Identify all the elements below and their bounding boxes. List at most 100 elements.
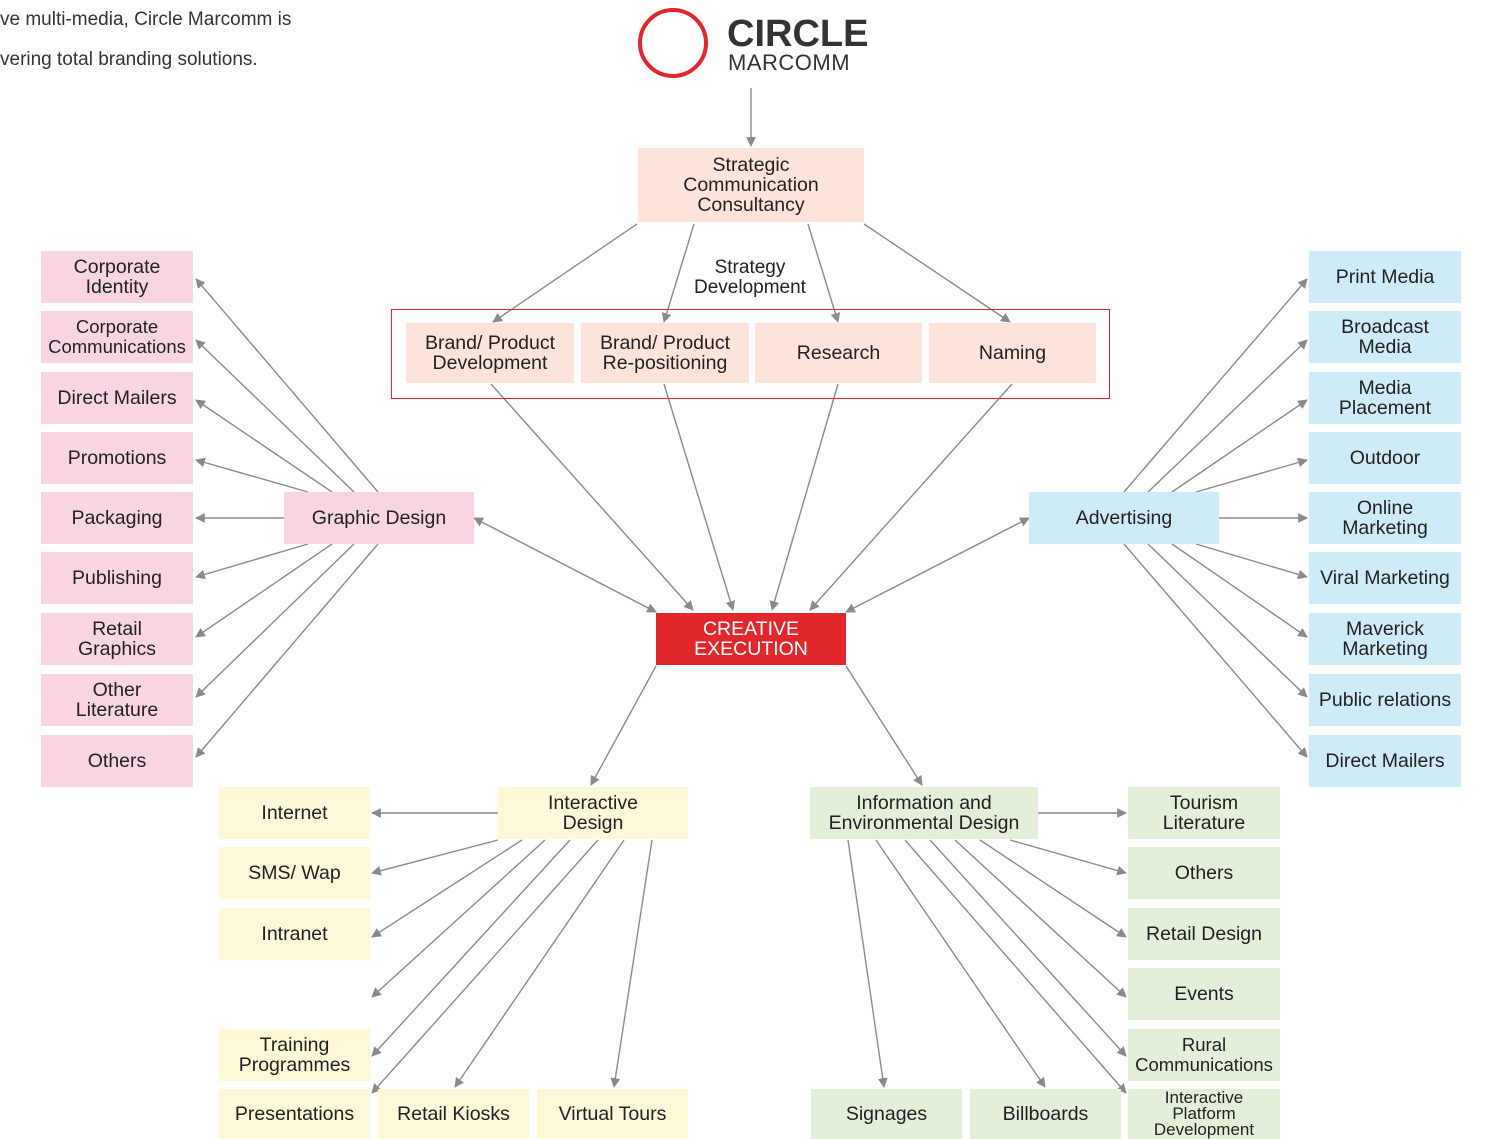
strategy-item-research: Research — [755, 323, 922, 383]
connector-arrow — [371, 839, 546, 998]
environmental-item-label: Rural Communications — [1135, 1034, 1273, 1075]
creative-execution-label: CREATIVE EXECUTION — [694, 618, 808, 660]
connector-arrow — [807, 223, 841, 323]
interactive-item-label: Virtual Tours — [558, 1103, 667, 1125]
graphic-item-promotions: Promotions — [41, 432, 193, 484]
advertising-item-label: Print Media — [1335, 266, 1435, 288]
interactive-item-virtual-tours: Virtual Tours — [537, 1089, 688, 1139]
graphic-item-others: Others — [41, 735, 193, 787]
graphic-item-label: Corporate Identity — [73, 256, 161, 298]
graphic-item-label: Corporate Communications — [48, 316, 186, 357]
connector-arrow — [1171, 543, 1308, 638]
interactive-item-label: Internet — [261, 802, 328, 824]
advertising-item-media-placement: Media Placement — [1309, 372, 1461, 424]
advertising-item-print-media: Print Media — [1309, 251, 1461, 303]
strategy-item-label: Brand/ Product Re-positioning — [599, 332, 731, 374]
graphic-item-label: Retail Graphics — [77, 618, 157, 660]
connector-arrow — [1009, 839, 1127, 876]
connector-arrow — [454, 839, 625, 1088]
connector-arrow — [845, 517, 1030, 613]
connector-arrow — [1147, 543, 1308, 698]
interactive-item-sms-wap: SMS/ Wap — [219, 847, 370, 899]
environmental-item-label: Interactive Platform Development — [1153, 1088, 1255, 1139]
advertising-item-outdoor: Outdoor — [1309, 432, 1461, 484]
environmental-item-others: Others — [1128, 847, 1280, 899]
advertising-item-label: Outdoor — [1349, 447, 1421, 469]
connector-arrow — [195, 543, 309, 580]
strategy-item-label: Naming — [978, 342, 1047, 364]
graphic-item-label: Others — [87, 750, 147, 772]
interactive-design-hub: Interactive Design — [498, 787, 688, 839]
interactive-item-label: Presentations — [234, 1103, 355, 1125]
graphic-item-packaging: Packaging — [41, 492, 193, 544]
strategy-item-naming: Naming — [929, 323, 1096, 383]
connector-arrow — [610, 839, 653, 1088]
connector-arrow — [195, 399, 333, 493]
connector-arrow — [195, 543, 333, 638]
environmental-design-hub: Information and Environmental Design — [810, 787, 1038, 839]
environmental-item-label: Tourism Literature — [1162, 792, 1246, 834]
connector-arrow — [371, 839, 499, 876]
strategy-item-brand-repositioning: Brand/ Product Re-positioning — [581, 323, 749, 383]
environmental-item-label: Billboards — [1002, 1103, 1089, 1125]
connector-arrow — [1147, 339, 1308, 493]
advertising-item-label: Direct Mailers — [1325, 750, 1445, 772]
environmental-item-label: Retail Design — [1146, 923, 1262, 945]
strategy-item-brand-development: Brand/ Product Development — [406, 323, 574, 383]
logo-subtitle: MARCOMM — [728, 50, 851, 75]
graphic-item-label: Other Literature — [75, 679, 159, 721]
intro-line-2: vering total branding solutions. — [0, 49, 258, 70]
connector-arrow — [371, 839, 599, 1094]
hub-label: Advertising — [1075, 507, 1173, 529]
advertising-item-public-relations: Public relations — [1309, 674, 1461, 726]
connector-arrow — [371, 839, 523, 938]
advertising-item-broadcast-media: Broadcast Media — [1309, 311, 1461, 363]
strategy-development-label: Strategy Development — [694, 257, 806, 298]
connector-arrow — [809, 383, 1013, 611]
interactive-item-retail-kiosks: Retail Kiosks — [378, 1089, 529, 1139]
interactive-item-label: Training Programmes — [238, 1034, 351, 1076]
advertising-item-viral-marketing: Viral Marketing — [1309, 552, 1461, 604]
advertising-item-label: Viral Marketing — [1320, 567, 1450, 589]
connector-arrow — [473, 517, 657, 613]
creative-execution-box: CREATIVE EXECUTION — [656, 613, 846, 665]
hub-label: Graphic Design — [311, 507, 447, 529]
interactive-item-label: Retail Kiosks — [397, 1103, 510, 1125]
graphic-item-publishing: Publishing — [41, 552, 193, 604]
advertising-hub: Advertising — [1029, 492, 1219, 544]
environmental-item-signages: Signages — [811, 1089, 962, 1139]
environmental-item-interactive-platform: Interactive Platform Development — [1128, 1089, 1280, 1139]
connector-arrow — [492, 223, 638, 323]
consultancy-box: Strategic Communication Consultancy — [638, 148, 864, 222]
advertising-item-online-marketing: Online Marketing — [1309, 492, 1461, 544]
connector-arrow — [490, 383, 694, 611]
connector-arrow — [954, 839, 1127, 998]
connector-arrow — [1195, 457, 1308, 493]
environmental-item-label: Others — [1174, 862, 1234, 884]
graphic-item-label: Direct Mailers — [57, 387, 177, 409]
graphic-item-direct-mailers: Direct Mailers — [41, 372, 193, 424]
connector-arrow — [1123, 543, 1308, 758]
interactive-item-label: SMS/ Wap — [248, 862, 341, 884]
logo-name: CIRCLE — [727, 13, 869, 55]
intro-text: ve multi-media, Circle Marcomm is vering… — [0, 0, 291, 80]
environmental-item-label: Events — [1174, 983, 1234, 1005]
connector-arrow — [1195, 543, 1308, 580]
connector-arrow — [371, 839, 571, 1057]
graphic-design-hub: Graphic Design — [284, 492, 474, 544]
graphic-item-corporate-identity: Corporate Identity — [41, 251, 193, 303]
connector-arrow — [1123, 278, 1308, 493]
interactive-item-training-programmes: Training Programmes — [219, 1029, 370, 1081]
connector-arrow — [195, 543, 379, 758]
advertising-item-label: Broadcast Media — [1341, 316, 1429, 358]
environmental-item-retail-design: Retail Design — [1128, 908, 1280, 960]
advertising-item-label: Maverick Marketing — [1342, 618, 1428, 660]
environmental-item-label: Signages — [845, 1103, 928, 1125]
connector-arrow — [769, 383, 839, 611]
connector-arrow — [195, 457, 309, 493]
advertising-item-label: Online Marketing — [1342, 497, 1428, 539]
advertising-item-label: Media Placement — [1338, 377, 1432, 419]
interactive-item-label: Intranet — [261, 923, 328, 945]
environmental-item-billboards: Billboards — [970, 1089, 1121, 1139]
connector-arrow — [845, 665, 923, 786]
